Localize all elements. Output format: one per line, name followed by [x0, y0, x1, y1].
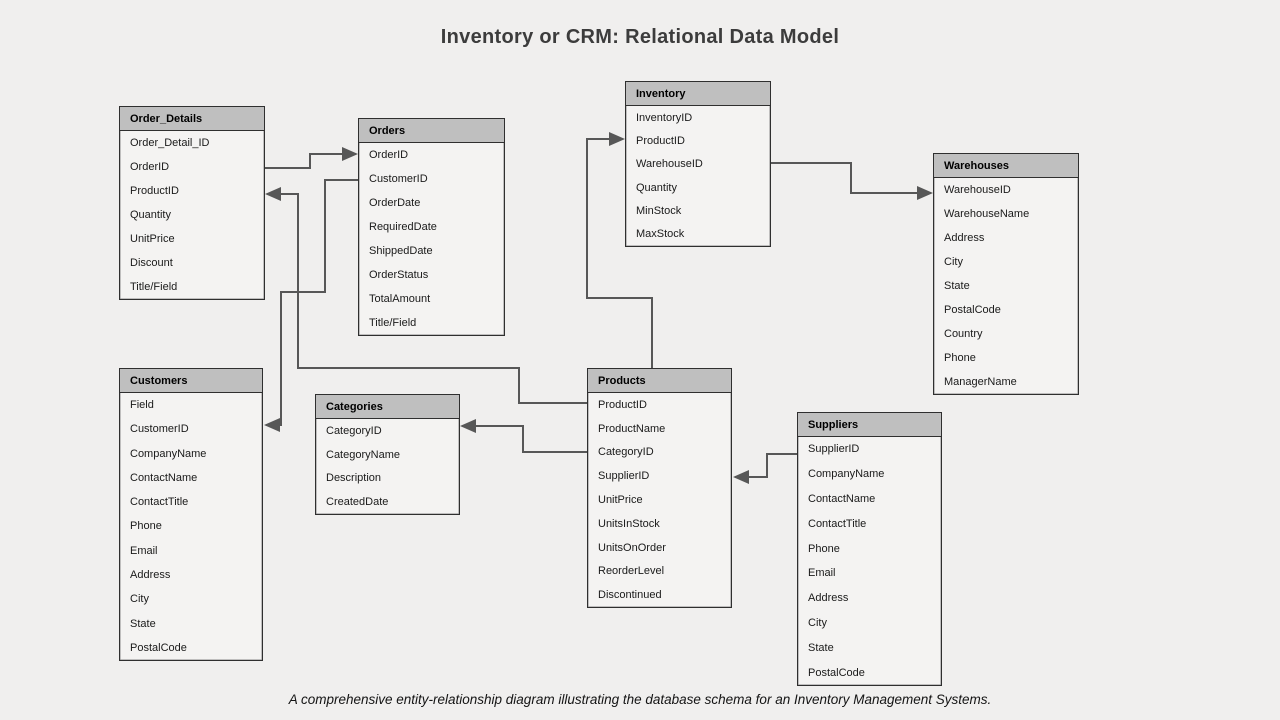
field-row: CreatedDate [326, 496, 389, 509]
field-row: CategoryName [326, 448, 400, 461]
field-row: Address [944, 232, 985, 244]
field-row: Description [326, 472, 382, 485]
field-row: CategoryID [598, 446, 654, 459]
field-row: CompanyName [130, 447, 207, 460]
field-row: UnitPrice [598, 494, 643, 507]
table-title: Orders [359, 119, 504, 143]
table-title: Suppliers [798, 413, 941, 437]
field-row: SupplierID [808, 443, 860, 456]
table-title: Order_Details [120, 107, 264, 131]
field-row: Field [130, 399, 154, 412]
field-row: ShippedDate [369, 245, 433, 257]
field-row: TotalAmount [369, 293, 431, 305]
field-row: OrderID [369, 149, 409, 161]
table-title: Warehouses [934, 154, 1078, 178]
field-row: WarehouseID [944, 184, 1011, 196]
table-title: Inventory [626, 82, 770, 106]
field-row: OrderDate [369, 197, 421, 209]
field-row: UnitsInStock [598, 517, 660, 530]
field-row: ReorderLevel [598, 565, 665, 578]
field-row: UnitsOnOrder [598, 541, 666, 554]
table-title: Products [588, 369, 731, 393]
field-row: City [808, 616, 827, 629]
field-row: State [944, 280, 970, 292]
field-row: WarehouseName [944, 208, 1030, 220]
field-row: Email [130, 544, 158, 557]
field-row: ManagerName [944, 376, 1017, 388]
field-row: Address [130, 568, 171, 581]
field-row: ProductName [598, 422, 666, 435]
field-row: Phone [130, 520, 162, 533]
field-row: CompanyName [808, 468, 885, 481]
field-row: CustomerID [369, 173, 428, 185]
field-row: ContactTitle [808, 517, 867, 530]
field-row: PostalCode [808, 666, 865, 679]
field-row: WarehouseID [636, 158, 703, 171]
field-row: ContactName [808, 492, 876, 505]
field-row: State [808, 641, 834, 654]
field-row: OrderStatus [369, 269, 429, 281]
field-row: Address [808, 592, 849, 605]
field-row: UnitPrice [130, 233, 175, 245]
field-row: ProductID [130, 185, 179, 197]
table-title: Categories [316, 395, 459, 419]
field-row: MaxStock [636, 228, 685, 241]
field-row: SupplierID [598, 470, 650, 483]
field-row: Phone [808, 542, 840, 555]
field-row: PostalCode [130, 641, 187, 654]
field-row: CustomerID [130, 423, 189, 436]
field-row: Quantity [130, 209, 171, 221]
field-row: State [130, 617, 156, 630]
field-row: City [944, 256, 963, 268]
field-row: City [130, 593, 149, 606]
field-row: OrderID [130, 161, 170, 173]
page-title: Inventory or CRM: Relational Data Model [440, 26, 840, 48]
field-row: Quantity [636, 181, 677, 194]
field-row: Title/Field [369, 317, 417, 329]
field-row: RequiredDate [369, 221, 437, 233]
field-row: Order_Detail_ID [130, 137, 210, 149]
table-title: Customers [120, 369, 262, 393]
field-row: ContactName [130, 471, 198, 484]
field-row: ProductID [636, 134, 685, 147]
page-caption: A comprehensive entity-relationship diag… [288, 692, 992, 707]
field-row: ContactTitle [130, 496, 189, 509]
field-row: Country [944, 328, 983, 340]
field-row: PostalCode [944, 304, 1001, 316]
field-row: Phone [944, 352, 976, 364]
field-row: Email [808, 567, 836, 580]
field-row: Title/Field [130, 281, 178, 293]
field-row: CategoryID [326, 424, 382, 437]
field-row: Discontinued [598, 589, 662, 602]
field-row: MinStock [636, 204, 682, 217]
field-row: Discount [130, 257, 173, 269]
field-row: InventoryID [636, 111, 693, 124]
field-row: ProductID [598, 398, 647, 411]
